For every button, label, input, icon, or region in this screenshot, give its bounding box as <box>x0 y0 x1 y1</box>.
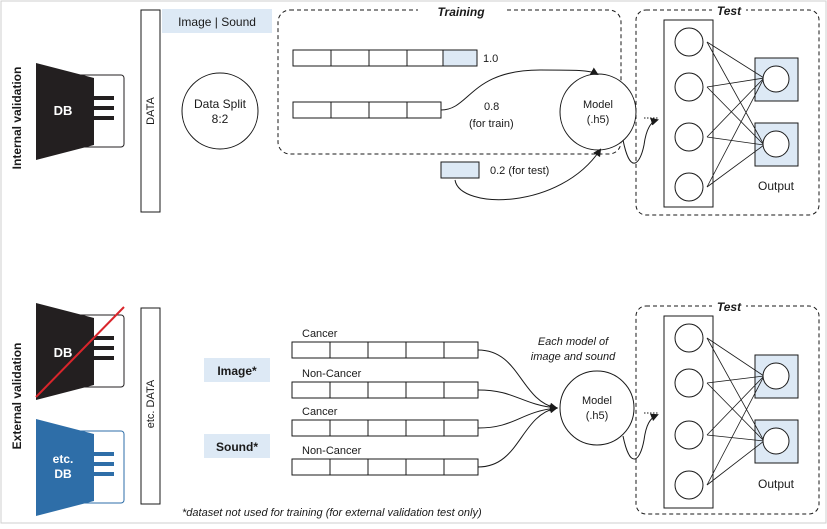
ext-output-label: Output <box>758 477 795 491</box>
output-label: Output <box>758 179 795 193</box>
train-arrow <box>440 67 599 111</box>
full-data-row <box>292 49 478 67</box>
test-data-block <box>440 161 480 179</box>
internal-validation-panel: Internal validation DB DATA Image | Soun… <box>10 3 820 216</box>
row-label-2: Non-Cancer <box>302 368 362 380</box>
neural-network <box>663 19 799 208</box>
etc-data-label: etc. DATA <box>145 379 157 428</box>
each-model-line1: Each model of <box>538 336 609 348</box>
ext-test-title: Test <box>717 300 742 314</box>
model-circle <box>559 73 637 151</box>
internal-validation-label: Internal validation <box>10 67 24 170</box>
image-sound-label: Image | Sound <box>178 15 256 29</box>
sound-label-box <box>204 434 270 458</box>
model-to-test-arrow <box>622 117 659 164</box>
each-model-line2: image and sound <box>531 351 616 363</box>
full-value-label: 1.0 <box>483 53 498 65</box>
ext-row-2 <box>291 381 479 399</box>
model-ext-label: (.h5) <box>587 114 610 126</box>
sound-label: Sound* <box>216 440 258 454</box>
test-arrow <box>454 148 602 201</box>
row-label-1: Cancer <box>302 328 338 340</box>
ext-model-label: Model <box>582 395 612 407</box>
row-label-4: Non-Cancer <box>302 445 362 457</box>
image-label: Image* <box>217 364 257 378</box>
db-icon: DB <box>36 63 125 160</box>
row-label-3: Cancer <box>302 406 338 418</box>
ext-row-3 <box>291 419 479 437</box>
data-split-label: Data Split <box>194 97 247 111</box>
image-sound-box <box>162 9 272 33</box>
ext-test-box <box>635 305 820 515</box>
train-value-label: 0.8 <box>484 101 499 113</box>
row-arrows <box>477 349 558 468</box>
ext-row-1 <box>291 341 479 359</box>
train-data-row <box>292 101 442 119</box>
ext-model-to-test-arrow <box>622 413 659 460</box>
data-label: DATA <box>145 96 157 124</box>
footnote: *dataset not used for training (for exte… <box>182 507 482 519</box>
cross-out-line <box>35 306 125 398</box>
external-validation-panel: External validation DB etc. DB etc. DATA… <box>10 299 820 519</box>
train-note-label: (for train) <box>469 118 514 130</box>
test-value-label: 0.2 (for test) <box>490 165 549 177</box>
external-validation-label: External validation <box>10 343 24 450</box>
data-bar <box>140 9 161 213</box>
test-title: Test <box>717 4 742 18</box>
ext-model-circle <box>559 370 635 446</box>
db-label: DB <box>54 103 73 118</box>
ext-row-4 <box>291 458 479 476</box>
ext-neural-network <box>663 315 799 509</box>
ext-model-ext-label: (.h5) <box>586 410 609 422</box>
etc-db-label-line1: etc. <box>53 452 74 466</box>
training-title: Training <box>437 5 485 19</box>
crossed-db-icon: DB <box>35 303 125 400</box>
crossed-db-label: DB <box>54 345 73 360</box>
model-label: Model <box>583 99 613 111</box>
etc-data-bar <box>140 307 161 505</box>
image-label-box <box>204 358 270 382</box>
data-split-ratio: 8:2 <box>212 112 229 126</box>
etc-db-label-line2: DB <box>54 467 72 481</box>
data-split-circle <box>181 72 259 150</box>
etc-db-icon: etc. DB <box>36 419 125 516</box>
